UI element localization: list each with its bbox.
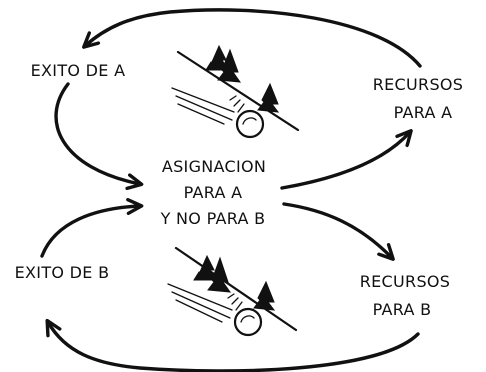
label-recursos-a-line1: RECURSOS: [373, 75, 464, 94]
arrow-exito-b-to-asignacion: [40, 198, 144, 258]
arrow-asignacion-to-recursos-a: [280, 129, 413, 190]
arrow-exito-a-to-asignacion: [54, 82, 144, 191]
label-recursos-b: RECURSOS PARA B: [360, 272, 451, 319]
label-asignacion-line3: Y NO PARA B: [160, 209, 266, 228]
label-asignacion: ASIGNACION PARA A Y NO PARA B: [160, 157, 266, 228]
label-recursos-a-line2: PARA A: [394, 103, 453, 122]
label-recursos-b-line1: RECURSOS: [360, 272, 451, 291]
arrow-asignacion-to-recursos-b: [282, 202, 395, 261]
label-exito-a: EXITO DE A: [31, 61, 126, 80]
label-asignacion-line2: PARA A: [184, 183, 243, 202]
arrow-recursos-a-to-exito-a: [82, 8, 422, 68]
label-recursos-b-line2: PARA B: [373, 300, 432, 319]
label-recursos-a: RECURSOS PARA A: [373, 75, 464, 122]
snowball-hill-icon-upper: [171, 44, 300, 139]
arrow-recursos-b-to-exito-b: [45, 318, 420, 372]
label-exito-b: EXITO DE B: [15, 263, 110, 282]
snowball-hill-icon-lower: [167, 246, 298, 337]
label-asignacion-line1: ASIGNACION: [162, 157, 266, 176]
